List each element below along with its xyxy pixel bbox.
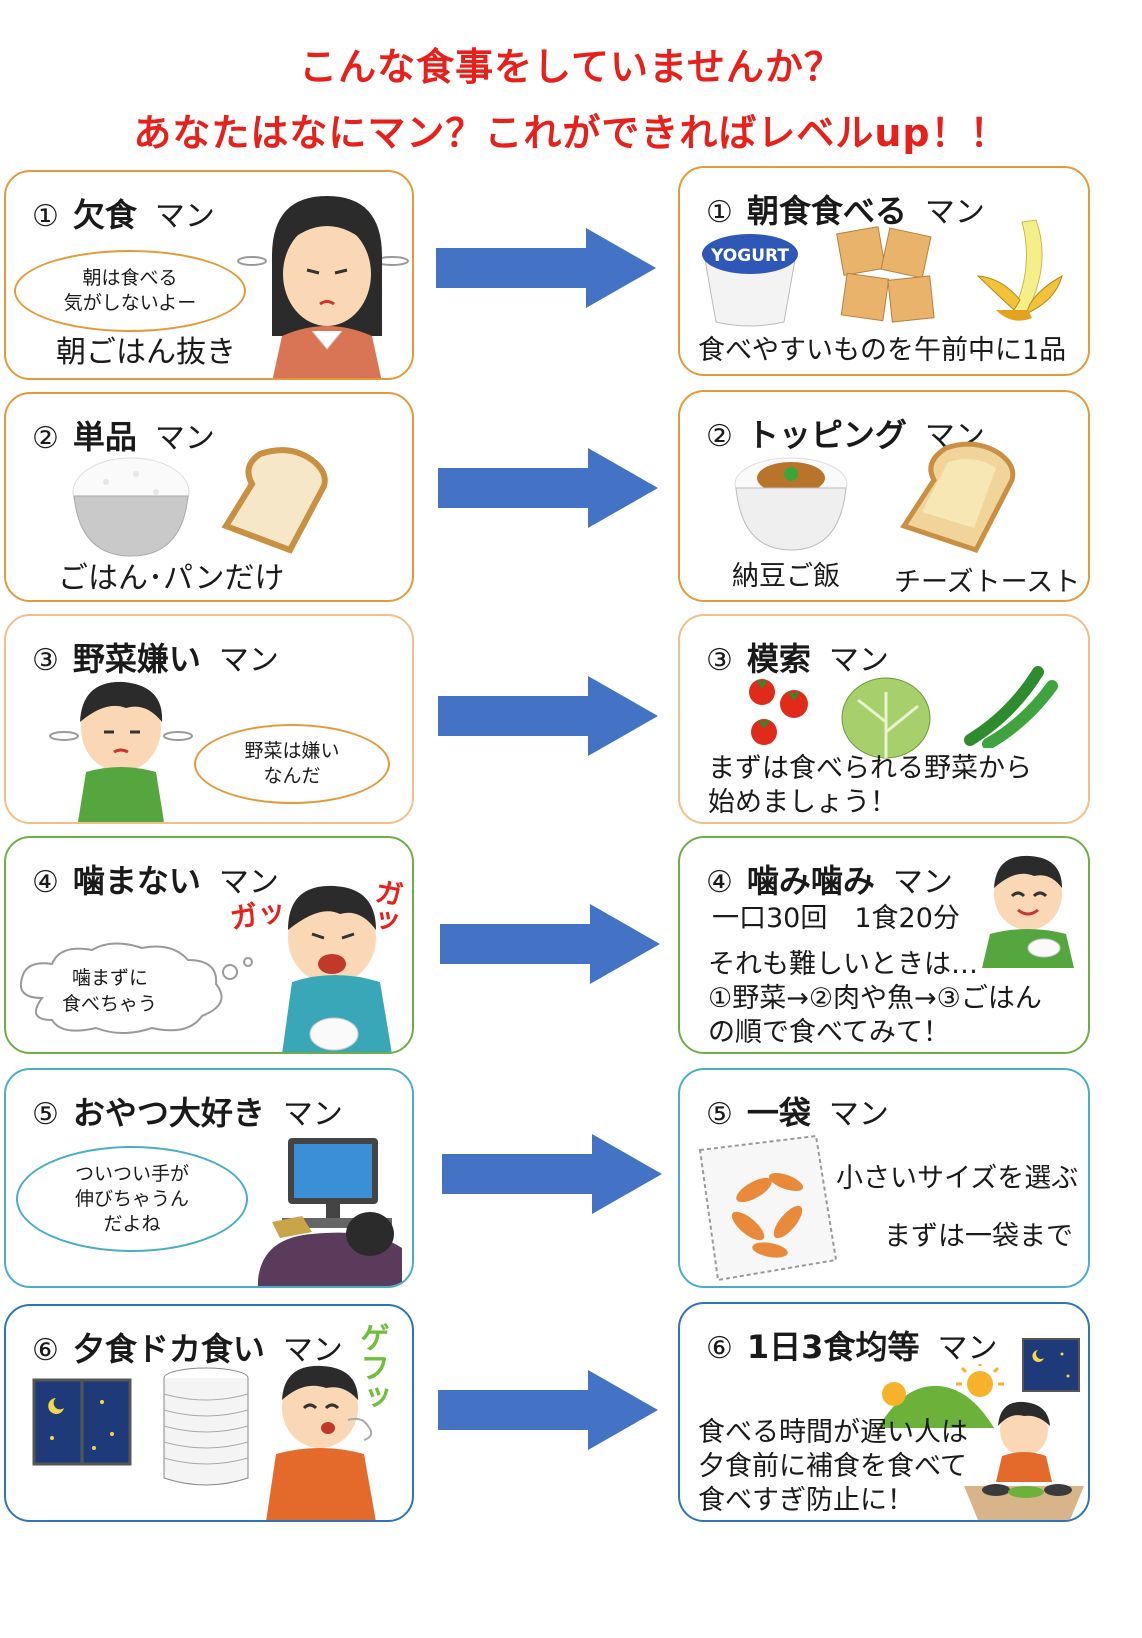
yogurt-icon: YOGURT [702,234,798,327]
sound-effect-text: ゲフッ [354,1322,389,1412]
card-text-line3: ①野菜→②肉や魚→③ごはん [708,983,1042,1014]
card-text: 食べやすいものを午前中に1品 [698,335,1067,366]
bread-slice-icon [221,447,328,554]
card-text-line1: 小さいサイズを選ぶ [836,1163,1079,1194]
tired-woman-illustration [237,196,409,378]
natto-rice-icon [734,457,848,551]
snack-bag-icon [698,1134,838,1282]
speech-bubble: ついつい手が伸びちゃうんだよね [16,1146,248,1252]
card-caption: 朝ごはん抜き [56,335,236,370]
tv-snacking-illustration [258,1138,402,1286]
night-window-icon [32,1378,132,1466]
cucumber-icon [964,666,1058,748]
boy-illustration [49,681,193,822]
speech-bubble: 朝は食べる気がしないよー [14,250,246,332]
thought-cloud-icon [20,942,253,1034]
cabbage-icon [841,677,931,759]
yogurt-label: YOGURT [710,246,789,266]
page-subtitle: あなたはなにマン？これができればレベルup！！ [133,111,1009,155]
plate-stack-icon [163,1367,249,1486]
cheese-toast-label: チーズトースト [894,567,1081,598]
page-title: こんな食事をしていませんか？ [299,45,843,89]
arrow-right-icon [442,1134,662,1214]
card-text-line1: 一口30回 1食20分 [712,903,960,934]
card-caption: ごはん･パンだけ [58,561,285,596]
arrow-right-icon [438,676,658,756]
tomato-icon [749,679,808,745]
card-text-line3: 食べすぎ防止に！ [698,1485,914,1516]
card-text-line2: 夕食前に補食を食べて [698,1451,967,1482]
natto-rice-label: 納豆ご飯 [732,561,840,592]
arrow-right-icon [438,1370,658,1450]
thought-text-line1: 噛まずに [72,967,149,989]
cheese-toast-icon [900,441,1016,554]
arrow-right-icon [438,448,658,528]
crackers-icon [836,226,935,323]
sun-icon [878,1364,1004,1428]
card-text-line1: 食べる時間が遅い人は [698,1417,968,1448]
happy-boy-illustration [982,855,1074,968]
card-text-line2: まずは一袋まで [884,1221,1073,1252]
thought-text-line2: 食べちゃう [62,993,158,1015]
night-window-icon [1022,1338,1080,1392]
full-man-illustration [266,1365,376,1520]
girl-eating-illustration [964,1401,1084,1520]
card-text-line1: まずは食べられる野菜から [708,753,1032,784]
banana-icon [976,219,1063,321]
card-text-line2: それも難しいときは… [708,949,978,980]
arrow-right-icon [436,228,656,308]
eating-boy-illustration [282,885,392,1052]
speech-bubble: 野菜は嫌いなんだ [194,724,390,804]
arrow-right-icon [440,904,660,984]
card-text-line4: の順で食べてみて！ [708,1017,950,1048]
card-text-line2: 始めましょう！ [708,787,897,818]
rice-bowl-icon [72,457,190,557]
